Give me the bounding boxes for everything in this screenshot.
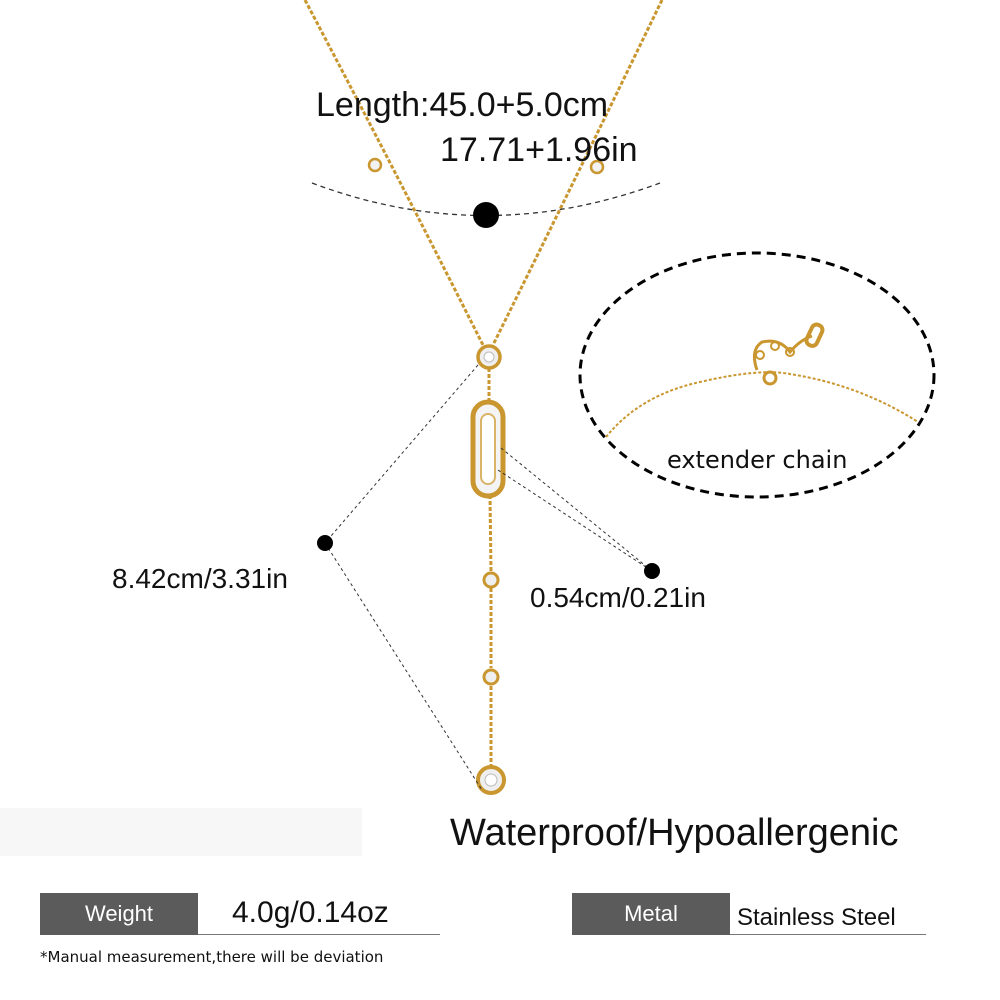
neck-chain (303, 0, 664, 356)
extender-ellipse (578, 251, 936, 499)
length-arc (311, 182, 661, 217)
metal-underline (730, 934, 926, 935)
metal-value: Stainless Steel (737, 904, 896, 931)
pendant-length-guides (324, 364, 483, 791)
extender-chain-detail (605, 322, 919, 438)
length-dot (473, 202, 499, 228)
pendant-bar (470, 399, 506, 499)
drop-chain (487, 368, 493, 766)
length-in-label: 17.71+1.96in (440, 131, 638, 169)
weight-label: Weight (40, 893, 198, 935)
metal-label: Metal (572, 893, 730, 935)
extender-chain-label: extender chain (667, 446, 848, 474)
length-cm-label: Length:45.0+5.0cm (316, 86, 609, 124)
chain-stones (367, 157, 605, 175)
weight-value: 4.0g/0.14oz (232, 896, 389, 929)
bar-width-guides (497, 447, 653, 572)
bar-width-label: 0.54cm/0.21in (530, 582, 706, 613)
pendant-length-dot (317, 535, 333, 551)
weight-underline (198, 934, 440, 935)
drop-stones (476, 344, 506, 795)
backdrop-panel (0, 808, 362, 856)
features-heading: Waterproof/Hypoallergenic (450, 812, 899, 854)
measurement-note: *Manual measurement,there will be deviat… (40, 948, 384, 966)
bar-width-dot (644, 563, 660, 579)
pendant-length-label: 8.42cm/3.31in (112, 563, 288, 594)
